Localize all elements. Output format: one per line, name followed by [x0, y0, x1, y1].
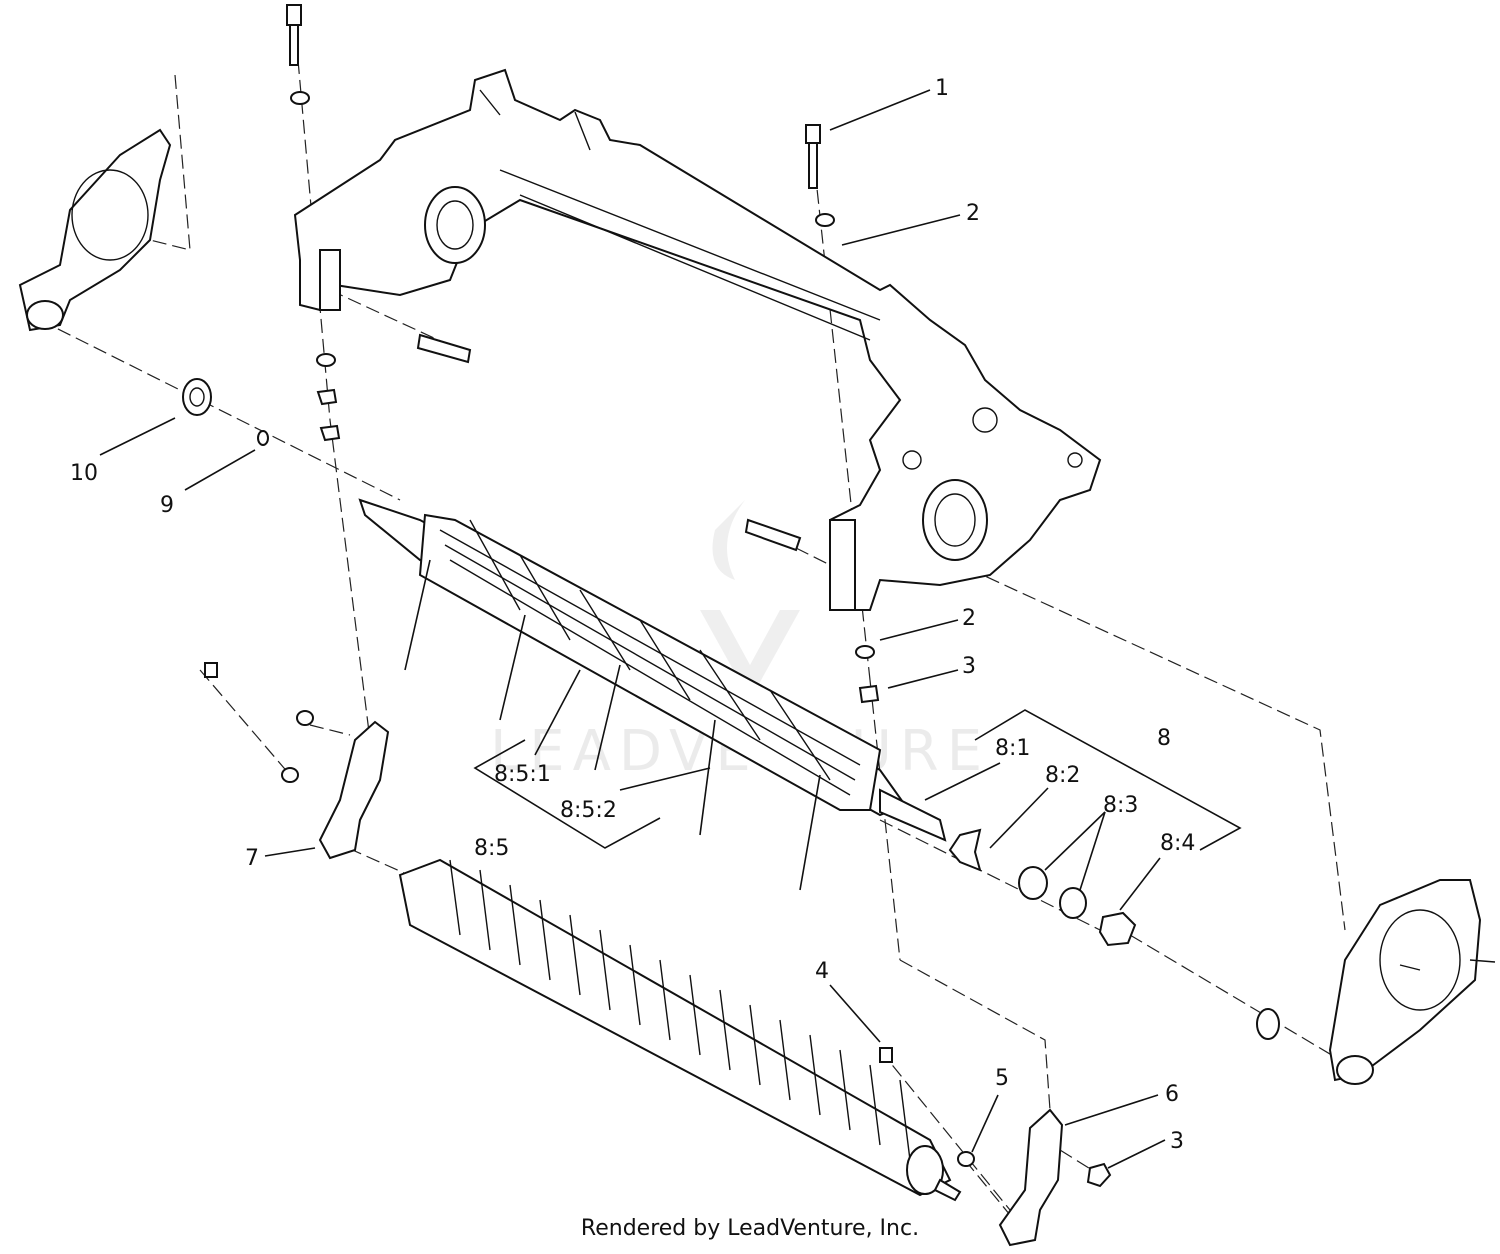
callout-7: 7: [245, 846, 259, 871]
callout-8-4: 8:4: [1160, 831, 1195, 856]
bearing-and-seal: [182, 378, 269, 446]
callout-8-1: 8:1: [995, 736, 1030, 761]
callout-1: 1: [935, 76, 949, 101]
callout-10: 10: [70, 461, 98, 486]
front-roller: [398, 858, 962, 1202]
right-bearing-housing: [1328, 879, 1496, 1085]
callout-8-5-2: 8:5:2: [560, 798, 617, 823]
left-bearing-housing: [18, 128, 172, 332]
callout-2-top: 2: [966, 201, 980, 226]
callout-leaders: [99, 89, 1242, 1169]
callout-labels: 1 2 2 3 3 4 5 6 7 8 8:1 8:2 8:3 8:4 8:5 …: [70, 76, 1195, 1154]
callout-2-right: 2: [962, 606, 976, 631]
callout-3-right: 3: [962, 654, 976, 679]
reel-assembly: [358, 498, 1280, 1040]
callout-6: 6: [1165, 1082, 1179, 1107]
callout-5: 5: [995, 1066, 1009, 1091]
callout-4: 4: [815, 959, 829, 984]
callout-8: 8: [1157, 726, 1171, 751]
reel-frame-housing: [293, 68, 1102, 611]
callout-8-3: 8:3: [1103, 793, 1138, 818]
hardware-top: [286, 4, 880, 704]
callout-9: 9: [160, 493, 174, 518]
callout-3-bottom: 3: [1170, 1129, 1184, 1154]
render-credit: Rendered by LeadVenture, Inc.: [580, 1216, 920, 1241]
callout-8-5-1: 8:5:1: [494, 762, 551, 787]
callout-8-2: 8:2: [1045, 763, 1080, 788]
callout-8-5: 8:5: [474, 836, 509, 861]
roller-brackets: [204, 662, 1112, 1247]
